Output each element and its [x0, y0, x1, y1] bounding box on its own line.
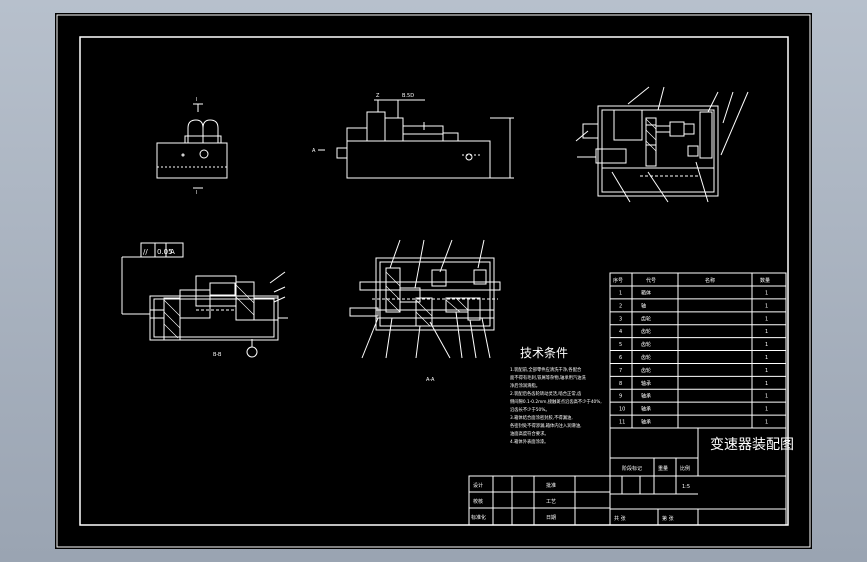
view-marker-bottom: I — [196, 190, 197, 196]
drawing-title: 变速器装配图 — [710, 437, 794, 453]
bom-cell-no: 9 — [619, 394, 622, 400]
bom-header-row: 序号 代号 名称 数量 — [613, 277, 770, 284]
bom-cell-name: 轴承 — [641, 380, 651, 387]
bom-header-no: 序号 — [613, 277, 623, 284]
bom-cell-name: 轴承 — [641, 393, 651, 400]
row-standard: 标准化 — [471, 514, 486, 521]
tech-note: 油面高度符合要求。 — [510, 430, 549, 437]
tech-heading: 技术条件 — [520, 346, 568, 360]
inner-border — [79, 36, 789, 526]
title-block-lines — [468, 427, 787, 526]
bom-cell-name: 齿轮 — [641, 354, 651, 361]
bom-cell-qty: 1 — [765, 303, 768, 309]
top-view — [575, 86, 749, 203]
datum-label: A — [312, 148, 316, 154]
bom-header-qty: 数量 — [760, 277, 770, 284]
tech-note: 侧间隙0.1-0.2mm,接触斑点沿齿高不少于40%, — [510, 398, 602, 405]
bom-cell-qty: 1 — [765, 355, 768, 361]
section-b-view — [121, 242, 288, 358]
bom-cell-no: 1 — [619, 290, 622, 296]
side-view — [156, 103, 228, 189]
tech-notes: 1.装配前,全部零件应清洗干净,各配合 面不得有毛刺,铁屑等杂物,轴承用汽油洗 … — [510, 366, 602, 445]
tol-symbol: // — [143, 248, 148, 256]
bom-cell-no: 2 — [619, 303, 622, 309]
outer-border — [56, 14, 811, 548]
section-a-view — [349, 239, 501, 359]
bom-cell-name: 轴承 — [641, 406, 651, 413]
title-block-text: 阶段标记 重量 比例 1:5 共 张 第 张 设计 校核 标准化 批准 工艺 日… — [471, 465, 690, 522]
bom-cell-no: 5 — [619, 342, 622, 348]
stage-label: 阶段标记 — [622, 465, 642, 472]
row-process: 工艺 — [546, 499, 556, 505]
bom-cell-name: 箱体 — [641, 289, 651, 296]
tech-note: 净后涂润滑脂。 — [510, 382, 540, 389]
bom-cell-qty: 1 — [765, 290, 768, 296]
bom-cell-name: 轴 — [641, 302, 646, 309]
dim-z: Z — [376, 93, 380, 99]
bom-cell-qty: 1 — [765, 381, 768, 387]
bom-cell-qty: 1 — [765, 394, 768, 400]
row-design: 设计 — [473, 482, 483, 489]
bom-cell-qty: 1 — [765, 420, 768, 426]
tol-value: 0.05 — [157, 248, 173, 256]
bom-cell-no: 4 — [619, 329, 622, 335]
tech-note: 面不得有毛刺,铁屑等杂物,轴承用汽油洗 — [510, 374, 586, 381]
tech-note: 2.装配后各齿轮转动灵活,啮合正常,齿 — [510, 390, 582, 397]
dim-b5d: B.5D — [402, 93, 414, 99]
bom-cell-no: 8 — [619, 381, 622, 387]
tech-note: 1.装配前,全部零件应清洗干净,各配合 — [510, 366, 582, 373]
paper-background — [55, 13, 812, 549]
bom-cell-qty: 1 — [765, 368, 768, 374]
sheet-count: 共 张 — [614, 515, 626, 522]
page-number: 第 张 — [662, 515, 674, 522]
bom-cell-qty: 1 — [765, 329, 768, 335]
tech-note: 沿齿长不少于50%。 — [510, 406, 550, 413]
tech-note: 各密封处不得渗漏,箱体内注入润滑油, — [510, 422, 581, 429]
scale-label: 比例 — [680, 465, 690, 472]
row-approve: 批准 — [546, 482, 556, 489]
section-b-label: B-B — [213, 352, 222, 358]
section-a-label: A-A — [426, 377, 435, 383]
bom-cell-name: 齿轮 — [641, 341, 651, 348]
tech-note: 4.箱体外表面涂漆。 — [510, 438, 548, 445]
bom-cell-no: 6 — [619, 355, 622, 361]
bom-cell-name: 齿轮 — [641, 328, 651, 335]
bom-header-code: 代号 — [646, 277, 656, 284]
row-date: 日期 — [546, 515, 556, 521]
weight-label: 重量 — [658, 465, 668, 472]
bom-cell-qty: 1 — [765, 407, 768, 413]
scale-value: 1:5 — [682, 484, 690, 490]
bom-cell-name: 齿轮 — [641, 315, 651, 322]
bom-header-name: 名称 — [705, 277, 715, 284]
bom-cell-no: 3 — [619, 316, 622, 322]
bom-cell-no: 11 — [619, 420, 625, 426]
bom-cell-name: 轴承 — [641, 419, 651, 426]
bom-cell-no: 7 — [619, 368, 622, 374]
front-view — [318, 99, 514, 179]
tech-note: 3.箱体结合面涂密封胶,不得漏油, — [510, 414, 573, 421]
bom-cell-name: 齿轮 — [641, 367, 651, 374]
bom-cell-qty: 1 — [765, 316, 768, 322]
bom-cell-qty: 1 — [765, 342, 768, 348]
view-marker-top: I — [196, 97, 197, 103]
tol-datum: A — [170, 248, 175, 256]
row-check: 校核 — [473, 498, 483, 505]
bom-cell-no: 10 — [619, 407, 625, 413]
bom-rows: 1 箱体 1 2 轴 1 3 齿轮 1 4 齿轮 1 5 齿轮 1 6 齿轮 1 7 齿轮 1 8 轴承 1 9 轴承 1 10 轴承 1… — [610, 289, 786, 429]
